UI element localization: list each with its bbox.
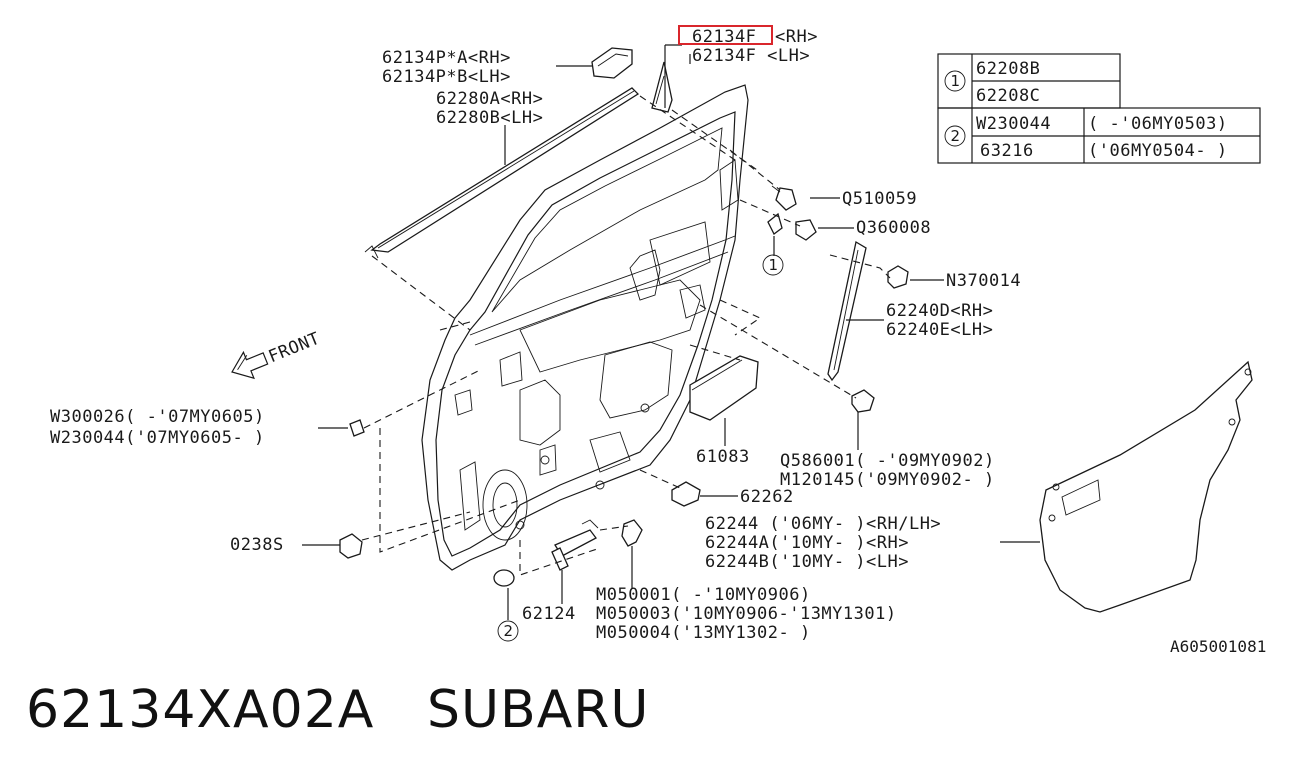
front-label: FRONT [266,329,323,368]
checker-62124 [551,519,599,571]
bolt-q510059 [771,185,797,211]
clip-callout-1-part [767,212,783,235]
table-part-62208b[interactable]: 62208B [976,59,1040,79]
label-q586001[interactable]: Q586001( -'09MY0902) [780,451,995,471]
callout-2-label: 2 [504,622,514,640]
label-m120145[interactable]: M120145('09MY0902- ) [780,470,995,490]
bolt-q586001 [851,389,875,413]
table-note-63216: ('06MY0504- ) [1088,141,1228,161]
diagram-reference: A605001081 [1170,637,1266,656]
table-callout-2-circle [944,125,966,147]
assembly-dashed-lines [361,95,891,576]
nut-0238s [339,533,363,559]
footer-brand: SUBARU [426,680,650,740]
table-callout-2: 2 [951,127,961,145]
label-62244a[interactable]: 62244A('10MY- )<RH> [705,533,909,553]
label-m050001[interactable]: M050001( -'10MY0906) [596,585,811,605]
weatherstrip-62280 [364,87,640,259]
table-part-63216[interactable]: 63216 [980,141,1034,161]
label-62244[interactable]: 62244 ('06MY- )<RH/LH> [705,514,941,534]
nut-n370014 [887,265,909,289]
label-m050004[interactable]: M050004('13MY1302- ) [596,623,811,643]
label-62134f-lh[interactable]: 62134F <LH> [692,46,810,66]
label-62240d[interactable]: 62240D<RH> [886,301,993,321]
label-w230044b[interactable]: W230044('07MY0605- ) [50,428,265,448]
table-note-w230044: ( -'06MY0503) [1088,114,1228,134]
label-w300026[interactable]: W300026( -'07MY0605) [50,407,265,427]
label-62134f-rh-code[interactable]: 62134F [692,27,756,47]
highlight-box [678,25,773,45]
plug-callout-2-part [493,569,515,587]
table-callout-1-circle [944,70,966,92]
legend-table: 1 2 62208B 62208C W230044 ( -'06MY0503) … [937,53,1261,164]
bolt-m050001 [621,519,643,547]
callout-labels: 62134F <RH> 62134F <LH> 62134P*A<RH> 621… [50,25,1266,656]
label-n370014[interactable]: N370014 [946,271,1021,291]
table-part-w230044[interactable]: W230044 [976,114,1051,134]
label-62134pa[interactable]: 62134P*A<RH> [382,48,511,68]
door-inner-panel [421,84,749,571]
label-62262[interactable]: 62262 [740,487,794,507]
label-62280a[interactable]: 62280A<RH> [436,89,543,109]
bolt-q360008 [795,219,817,241]
callout-1-circle [762,254,784,276]
label-m050003[interactable]: M050003('10MY0906-'13MY1301) [596,604,897,624]
sealing-pad-61083 [689,355,759,421]
callout-1-label: 1 [769,256,779,274]
footer-caption: 62134XA02A SUBARU [26,680,649,740]
leader-lines [302,44,1040,620]
table-part-62208c[interactable]: 62208C [976,86,1040,106]
clip-w300026 [349,419,365,437]
door-trim-62244 [1039,360,1253,613]
label-q510059[interactable]: Q510059 [842,189,917,209]
label-62134f-rh-side: <RH> [775,27,818,47]
footer-part-number: 62134XA02A [26,680,375,740]
label-0238s[interactable]: 0238S [230,535,284,555]
table-callout-1: 1 [951,72,961,90]
label-61083[interactable]: 61083 [696,447,750,467]
label-62240e[interactable]: 62240E<LH> [886,320,993,340]
label-62134pb[interactable]: 62134P*B<LH> [382,67,511,87]
corner-molding-62134f [651,61,673,113]
front-arrow-icon: FRONT [231,329,323,380]
sash-trim-62134p [591,47,633,79]
callout-2-circle [497,620,519,642]
label-62244b[interactable]: 62244B('10MY- )<LH> [705,552,909,572]
label-62280b[interactable]: 62280B<LH> [436,108,543,128]
label-62124[interactable]: 62124 [522,604,576,624]
clip-62262 [671,481,701,507]
regulator-rail-62240 [827,240,867,382]
label-q360008[interactable]: Q360008 [856,218,931,238]
